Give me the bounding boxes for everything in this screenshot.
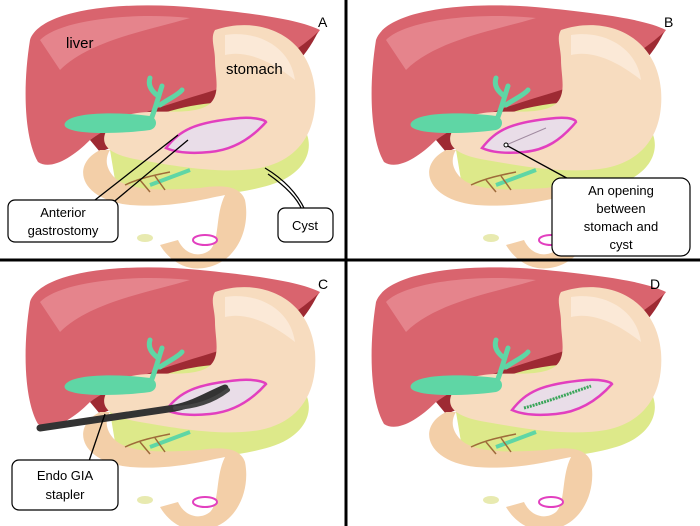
callout-opening <box>551 177 691 257</box>
panel-letter-d: D <box>650 276 660 292</box>
leader-cyst <box>264 167 306 211</box>
panel-letter-c: C <box>318 276 328 292</box>
panel-d: D <box>372 267 666 526</box>
stapler-line2: stapler <box>45 487 85 502</box>
opening-line1: An opening <box>588 183 654 198</box>
panel-a: A liver stomach Anterior gastrostomy Cys… <box>7 5 334 268</box>
callout-cyst <box>277 207 334 243</box>
staple-line <box>523 384 592 410</box>
panel-letter-b: B <box>664 14 673 30</box>
opening-line4: cyst <box>609 237 633 252</box>
anterior-line2: gastrostomy <box>28 223 99 238</box>
panel-c: C Endo GIA stapler <box>11 267 328 526</box>
opening-line2: between <box>596 201 645 216</box>
callout-stapler <box>11 459 119 511</box>
leader-stapler <box>87 413 106 465</box>
leader-anterior-2 <box>109 139 189 206</box>
panel-letter-a: A <box>318 14 328 30</box>
liver-label: liver <box>66 35 94 52</box>
leader-opening <box>505 144 575 183</box>
leader-anterior-1 <box>94 134 179 201</box>
stomach-label: stomach <box>226 61 283 78</box>
cyst-label: Cyst <box>292 218 318 233</box>
stapler-line1: Endo GIA <box>37 468 94 483</box>
anterior-line1: Anterior <box>40 205 86 220</box>
panel-b: B An opening between stomach and cyst <box>372 5 691 268</box>
opening-line3: stomach and <box>584 219 658 234</box>
incision-a <box>164 116 268 155</box>
callout-anterior <box>7 199 119 243</box>
